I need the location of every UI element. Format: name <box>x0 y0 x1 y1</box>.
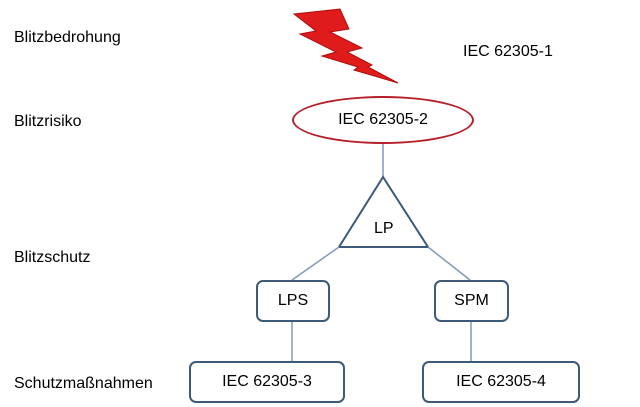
connector-lp-to-lps <box>291 246 340 281</box>
lp-triangle-label: LP <box>374 220 394 237</box>
spm-box-label: SPM <box>454 292 489 309</box>
spm-box: SPM <box>434 280 509 322</box>
label-blitzschutz: Blitzschutz <box>14 249 91 266</box>
lightning-bolt-icon <box>292 8 399 84</box>
standard-part4-label: IEC 62305-4 <box>456 373 546 390</box>
standard-part3-box: IEC 62305-3 <box>189 361 345 403</box>
standard-part4-box: IEC 62305-4 <box>422 361 580 403</box>
label-schutzmassnahmen: Schutzmaßnahmen <box>14 375 153 392</box>
lp-triangle <box>337 175 430 248</box>
standard-part3-label: IEC 62305-3 <box>222 373 312 390</box>
lps-box: LPS <box>256 280 330 322</box>
label-blitzbedrohung: Blitzbedrohung <box>14 29 121 46</box>
risk-ellipse: IEC 62305-2 <box>292 96 474 144</box>
connector-lp-to-spm <box>427 246 471 281</box>
label-blitzrisiko: Blitzrisiko <box>14 113 82 130</box>
risk-ellipse-label: IEC 62305-2 <box>338 111 428 128</box>
standard-part1-label: IEC 62305-1 <box>463 43 553 60</box>
lps-box-label: LPS <box>277 292 309 309</box>
